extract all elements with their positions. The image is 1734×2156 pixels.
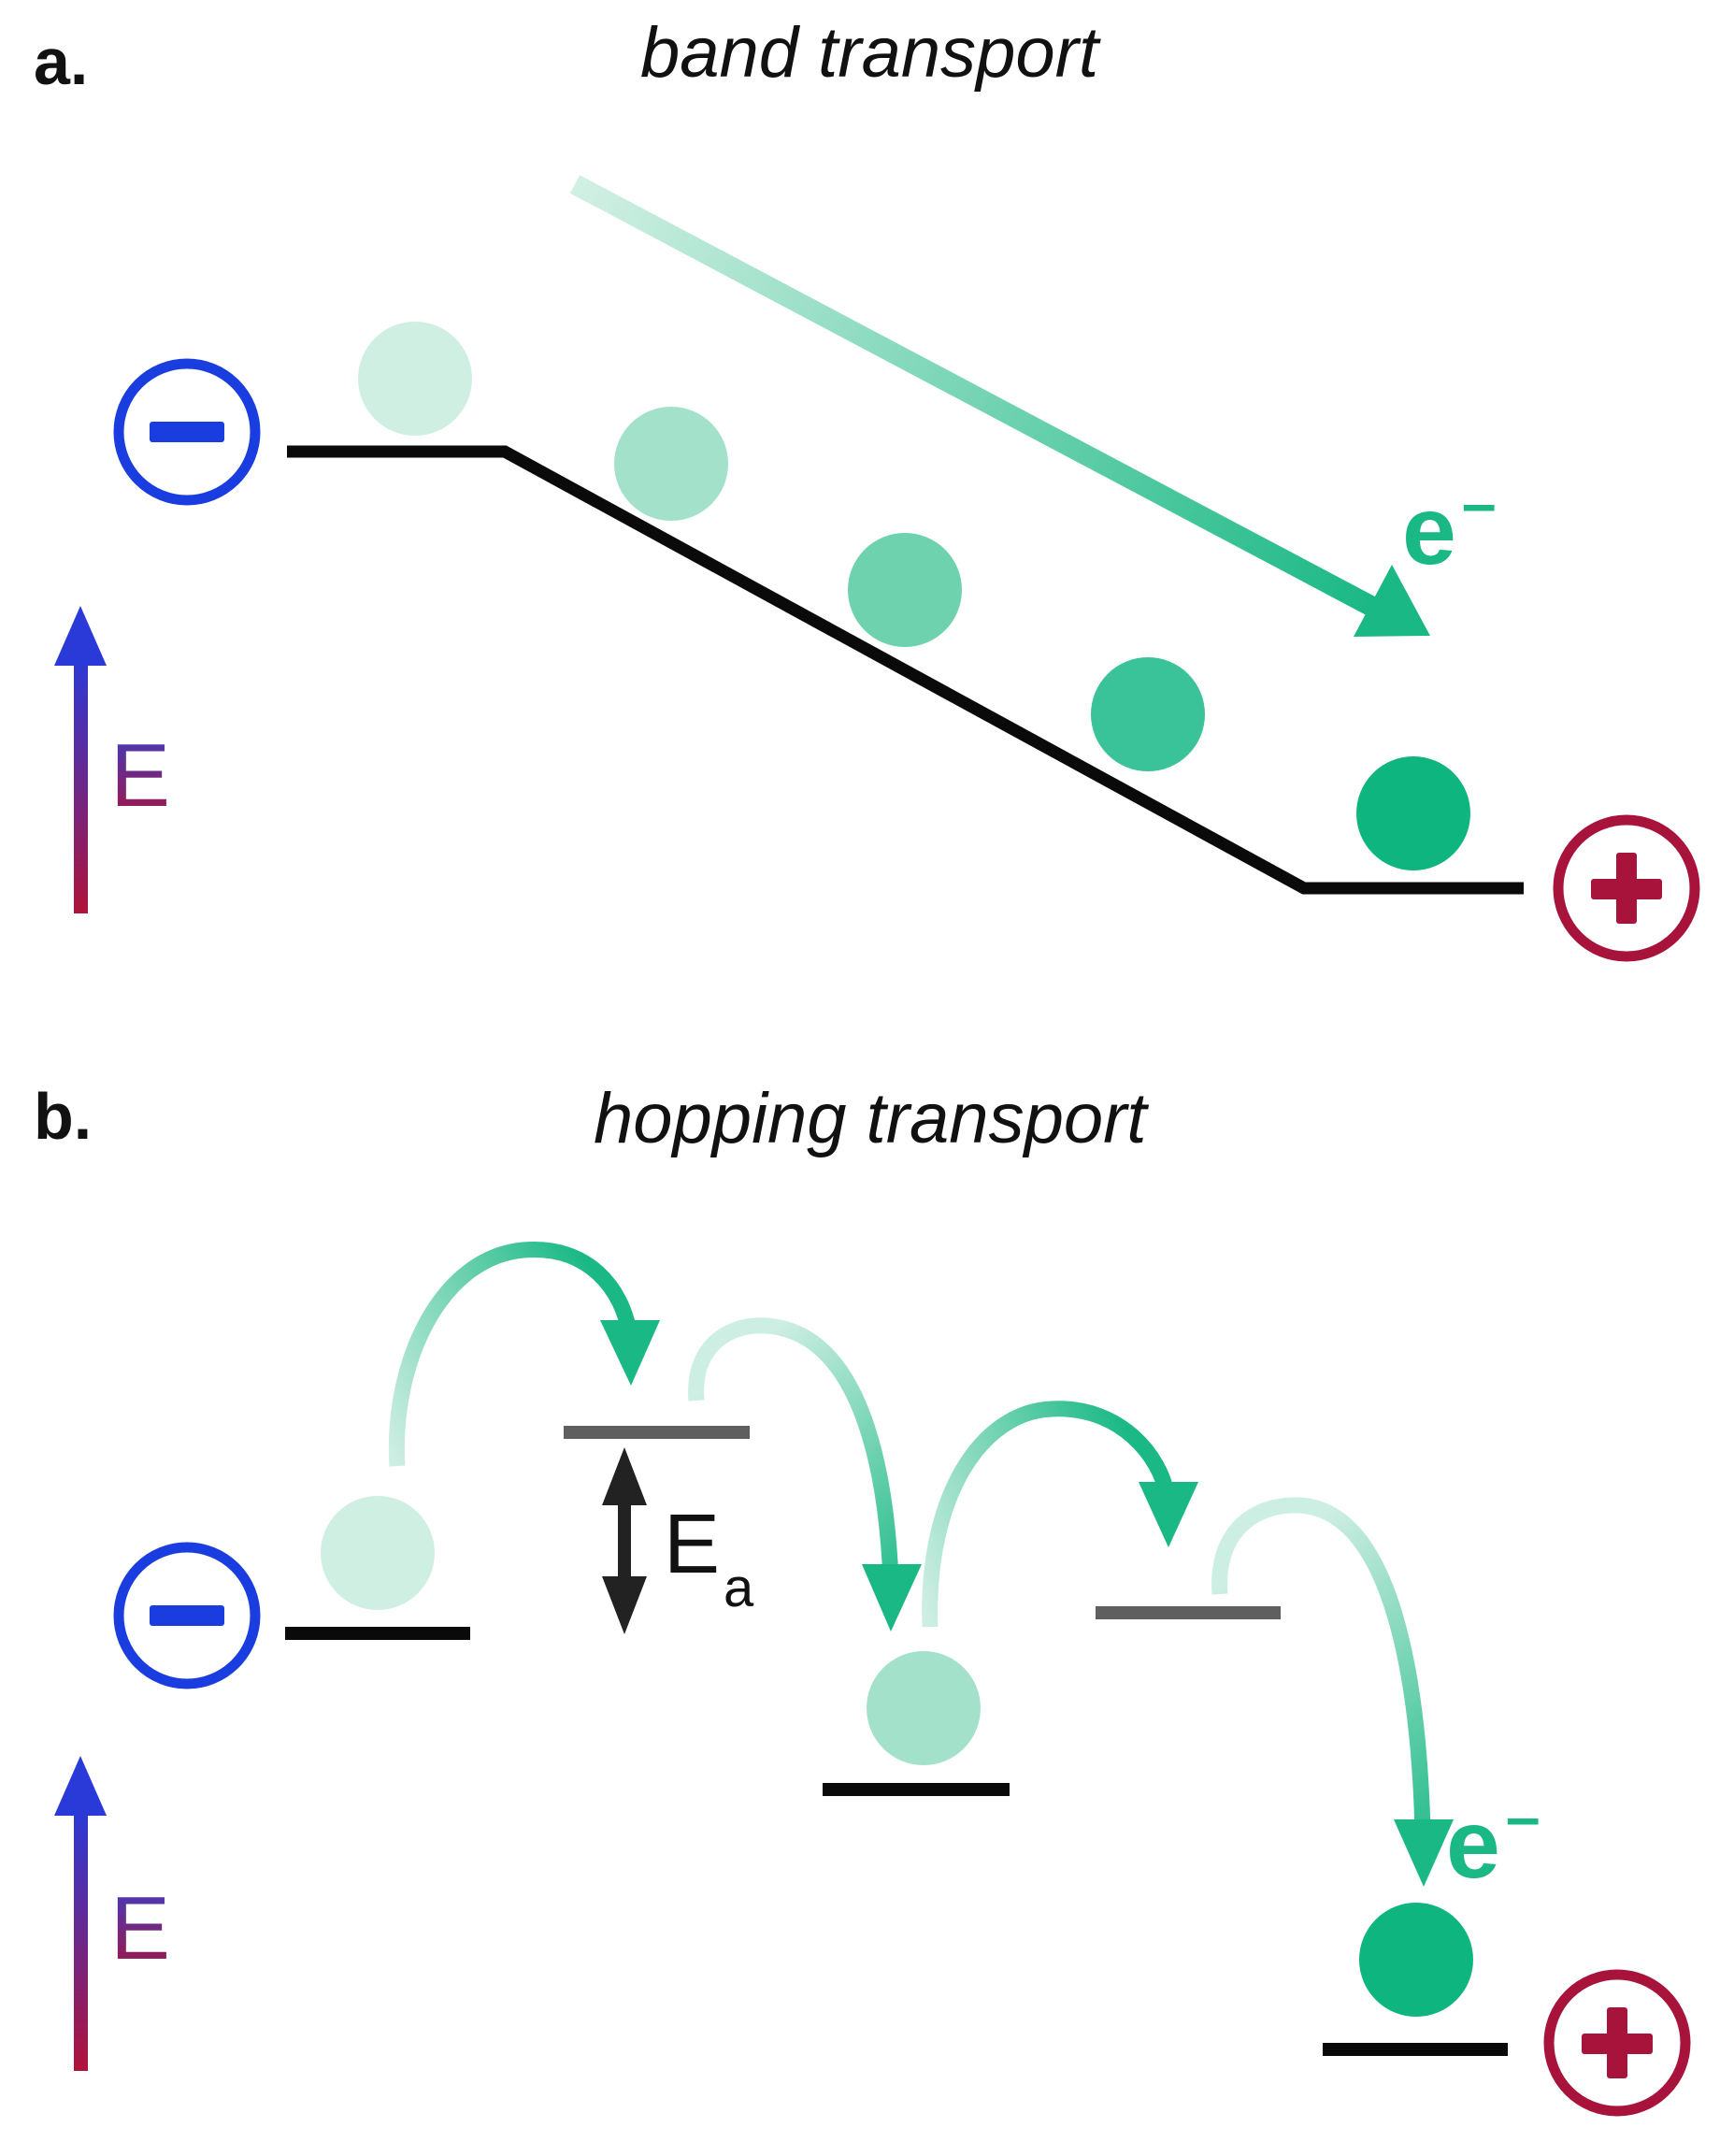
- panel-b-title: hopping transport: [594, 1079, 1149, 1158]
- panel-b-letter: b.: [34, 1080, 92, 1153]
- plus-circle-icon: [1543, 1969, 1691, 2117]
- activation-energy-arrow: [602, 1447, 647, 1634]
- energy-axis-label-a: E: [110, 726, 170, 826]
- electron-b-1: [321, 1496, 435, 1610]
- electron-label-a: e–: [1402, 468, 1497, 585]
- electron-2: [614, 407, 728, 521]
- electron-b-3: [1359, 1903, 1473, 2017]
- drift-arrow: [569, 175, 1430, 637]
- energy-axis-b: [54, 1756, 107, 2071]
- panel-a-title: band transport: [640, 13, 1101, 93]
- electron-label-b: e–: [1446, 1782, 1541, 1899]
- electron-1: [358, 322, 472, 436]
- panel-b: b. hopping transport: [34, 1079, 1691, 2117]
- energy-axis-label-b: E: [110, 1878, 170, 1978]
- plus-circle-icon: [1553, 814, 1700, 962]
- panel-a-letter: a.: [34, 25, 88, 98]
- activation-energy-label: Ea: [664, 1498, 754, 1618]
- electron-5: [1356, 756, 1470, 870]
- minus-circle-icon: [113, 1542, 261, 1689]
- minus-circle-icon: [113, 358, 261, 506]
- hop-arrow-3: [922, 1401, 1198, 1628]
- hop-arrow-4: [1211, 1497, 1454, 1887]
- band-edge-line: [287, 445, 1524, 895]
- hop-arrow-1: [388, 1242, 660, 1467]
- hop-arrow-2: [688, 1317, 922, 1631]
- electron-4: [1091, 657, 1205, 771]
- panel-a: a. band transport e–: [34, 13, 1700, 962]
- electron-3: [848, 533, 962, 647]
- energy-axis-a: [54, 606, 107, 913]
- electron-b-2: [867, 1651, 981, 1765]
